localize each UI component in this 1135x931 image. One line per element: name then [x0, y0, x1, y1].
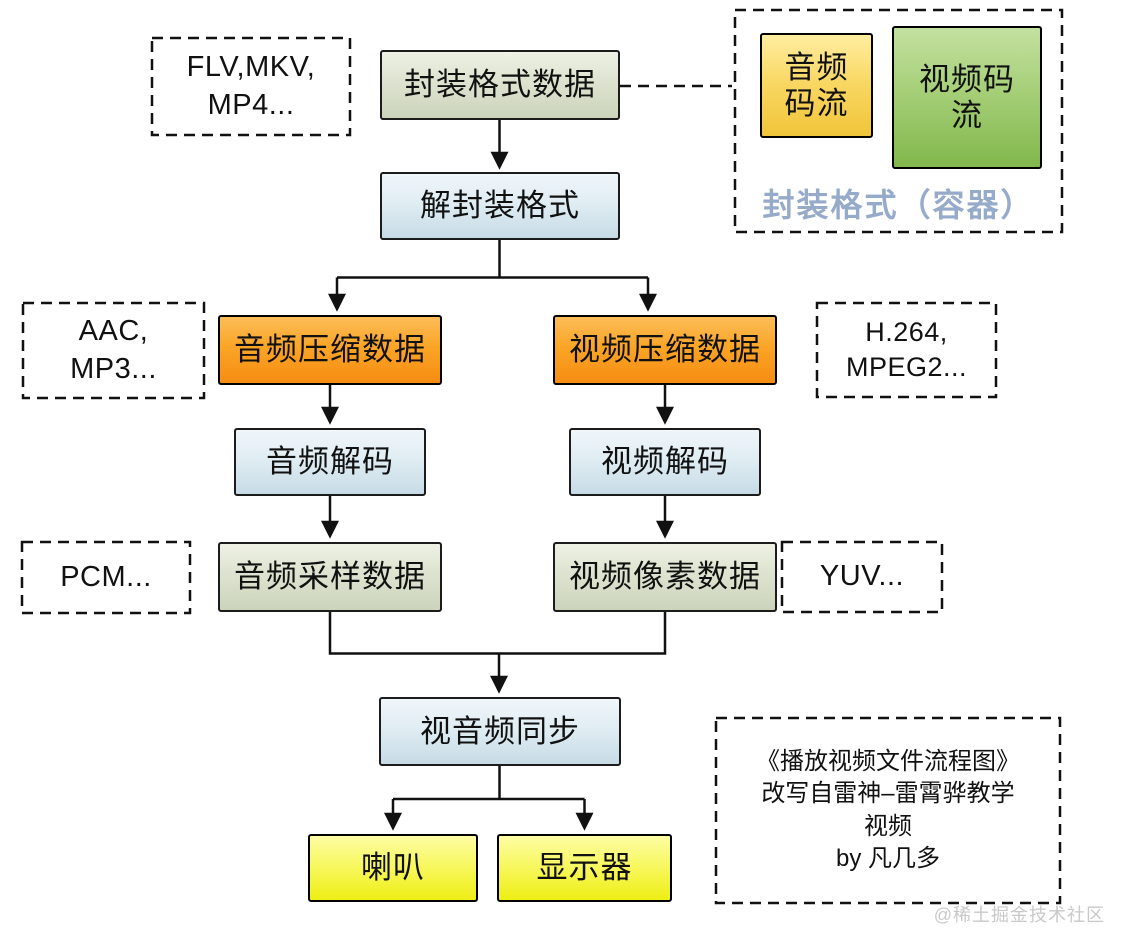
node-muxed-format-data: 封装格式数据: [380, 50, 620, 120]
node-label: 视频码 流: [919, 62, 1015, 133]
annotation-line: PCM...: [60, 560, 152, 593]
annotation-line: MP4...: [207, 88, 295, 121]
node-label: 显示器: [536, 850, 633, 886]
node-label: 喇叭: [361, 850, 425, 886]
credit-line: 改写自雷神–雷霄骅教学: [761, 780, 1015, 808]
annotation-video-raw: YUV...: [782, 542, 942, 612]
node-speaker: 喇叭: [308, 834, 478, 902]
node-audio-stream: 音频 码流: [760, 33, 873, 138]
node-av-sync: 视音频同步: [379, 697, 621, 766]
annotation-line: YUV...: [819, 560, 905, 593]
label-line: 视频码: [919, 61, 1015, 97]
split-sync: [393, 766, 585, 801]
node-label: 封装格式数据: [404, 67, 596, 103]
credit-line: by 凡几多: [835, 844, 940, 872]
dashed-box-mux-formats: [150, 36, 352, 137]
dashed-box-video-codecs: [815, 301, 998, 399]
node-video-stream: 视频码 流: [892, 26, 1042, 169]
label-line: 音频: [784, 49, 849, 85]
annotation-line: FLV,MKV,: [186, 50, 316, 83]
node-audio-compressed-data: 音频压缩数据: [218, 315, 442, 385]
node-label: 视频解码: [601, 444, 729, 480]
annotation-video-codecs: H.264, MPEG2...: [817, 303, 996, 397]
node-video-decode: 视频解码: [569, 428, 761, 496]
annotation-mux-formats: FLV,MKV, MP4...: [152, 38, 350, 135]
dashed-box-video-raw: [780, 540, 944, 614]
node-label: 视频压缩数据: [569, 332, 761, 368]
node-display: 显示器: [497, 834, 672, 902]
annotation-audio-codecs: AAC, MP3...: [23, 303, 204, 398]
node-label: 音频压缩数据: [234, 332, 426, 368]
credit-line: 《播放视频文件流程图》: [756, 747, 1020, 775]
watermark: @稀土掘金技术社区: [933, 905, 1105, 925]
node-label: 视音频同步: [420, 713, 580, 749]
node-label: 音频 码流: [785, 50, 849, 121]
credit-line: 视频: [864, 812, 912, 840]
split-demux: [337, 240, 648, 279]
node-label: 视频像素数据: [569, 559, 761, 595]
annotation-line: AAC,: [78, 314, 149, 347]
node-video-pixel-data: 视频像素数据: [553, 542, 777, 612]
label-line: 流: [951, 97, 983, 133]
node-audio-sample-data: 音频采样数据: [218, 542, 442, 612]
annotation-audio-raw: PCM...: [22, 542, 190, 613]
node-label: 音频采样数据: [234, 559, 426, 595]
node-video-compressed-data: 视频压缩数据: [553, 315, 777, 385]
label-line: 码流: [784, 85, 849, 121]
node-demux: 解封装格式: [380, 172, 620, 240]
dashed-box-container: [733, 8, 1064, 234]
merge-samples-pixels: [328, 612, 667, 655]
annotation-line: MP3...: [70, 352, 157, 385]
dashed-box-credit: [714, 716, 1062, 905]
credit-note: 《播放视频文件流程图》 改写自雷神–雷霄骅教学 视频 by 凡几多: [716, 718, 1060, 903]
annotation-line: H.264,: [865, 316, 948, 347]
node-label: 解封装格式: [420, 188, 580, 224]
node-label: 音频解码: [266, 444, 394, 480]
dashed-box-audio-raw: [20, 540, 192, 615]
node-audio-decode: 音频解码: [234, 428, 426, 496]
container-format-label: 封装格式（容器）: [762, 187, 1035, 223]
dashed-box-audio-codecs: [21, 301, 206, 400]
annotation-line: MPEG2...: [845, 352, 968, 382]
